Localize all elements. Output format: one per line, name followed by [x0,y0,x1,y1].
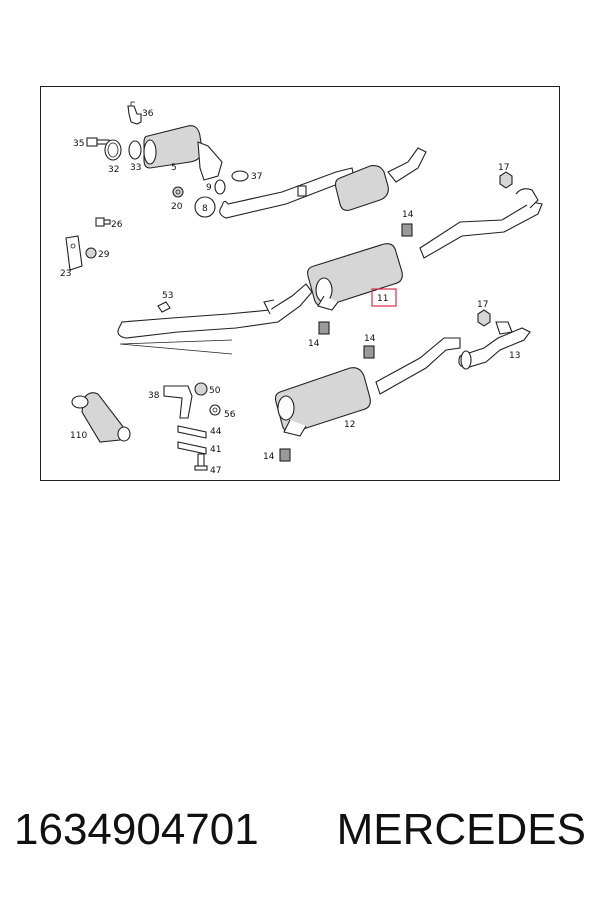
rear-pipe-lower[interactable] [375,337,461,395]
part-36-clip[interactable] [127,101,142,125]
label-41: 41 [210,445,221,455]
part-12-rear-muffler[interactable] [274,367,371,437]
label-50: 50 [209,386,221,396]
label-56: 56 [224,410,236,420]
footer: 1634904701 MERCEDES [14,800,586,860]
brand-name: MERCEDES [336,805,586,854]
label-47: 47 [210,466,221,476]
part-11-front-muffler[interactable] [307,243,403,311]
part-17-nut-upper[interactable] [499,171,513,189]
label-20: 20 [171,202,183,212]
label-5: 5 [171,163,177,173]
part-41-plate[interactable] [177,441,207,455]
exhaust-diagram-svg: 36 35 32 33 5 37 9 20 8 [40,86,560,481]
leader-lines-middle [119,339,233,355]
part-14-mount-a[interactable] [401,223,413,237]
label-11: 11 [377,294,388,304]
part-37-gasket[interactable] [231,170,249,182]
part-14-mount-c[interactable] [363,345,375,359]
label-17-upper: 17 [498,163,509,173]
part-47-bolt[interactable] [194,453,208,471]
part-23-bracket[interactable] [65,235,83,271]
part-17-nut-lower[interactable] [477,309,491,327]
front-pipe-assembly[interactable] [219,147,427,219]
label-9: 9 [206,183,212,193]
part-13-tail-pipe[interactable] [458,321,531,370]
label-23: 23 [60,269,71,279]
part-53-clip[interactable] [157,301,171,313]
middle-pipe[interactable] [117,283,313,339]
rear-pipe-upper[interactable] [419,188,543,259]
part-110-pipe-section[interactable] [71,392,131,443]
part-5-catalytic-converter[interactable] [143,125,223,181]
label-13: 13 [509,351,520,361]
part-14-mount-d[interactable] [279,448,291,462]
label-38: 38 [148,391,160,401]
part-56-washer[interactable] [209,404,221,416]
label-32: 32 [108,165,119,175]
label-14-b: 14 [308,339,320,349]
part-8-seal[interactable] [194,196,216,218]
part-38-bracket[interactable] [163,385,193,419]
label-12: 12 [344,420,355,430]
part-29-nut[interactable] [85,247,97,259]
exhaust-diagram: 36 35 32 33 5 37 9 20 8 [40,86,560,481]
label-37: 37 [251,172,262,182]
label-35: 35 [73,139,84,149]
part-14-mount-b[interactable] [318,321,330,335]
label-14-a: 14 [402,210,414,220]
label-8: 8 [202,204,208,214]
label-36: 36 [142,109,154,119]
label-26: 26 [111,220,123,230]
label-17-lower: 17 [477,300,488,310]
part-number: 1634904701 [14,805,259,854]
label-44: 44 [210,427,222,437]
part-20-nut[interactable] [172,186,184,198]
label-110: 110 [70,431,87,441]
part-32-clamp[interactable] [104,139,122,161]
label-29: 29 [98,250,110,260]
label-14-c: 14 [364,334,376,344]
label-53: 53 [162,291,173,301]
part-26-bolt[interactable] [95,217,111,227]
part-50-nut[interactable] [194,382,208,396]
label-14-d: 14 [263,452,275,462]
highlight-box-11 [371,288,397,307]
label-33: 33 [130,163,141,173]
part-33-ring[interactable] [128,140,142,160]
part-9-ring[interactable] [214,179,226,195]
part-44-plate[interactable] [177,425,207,439]
